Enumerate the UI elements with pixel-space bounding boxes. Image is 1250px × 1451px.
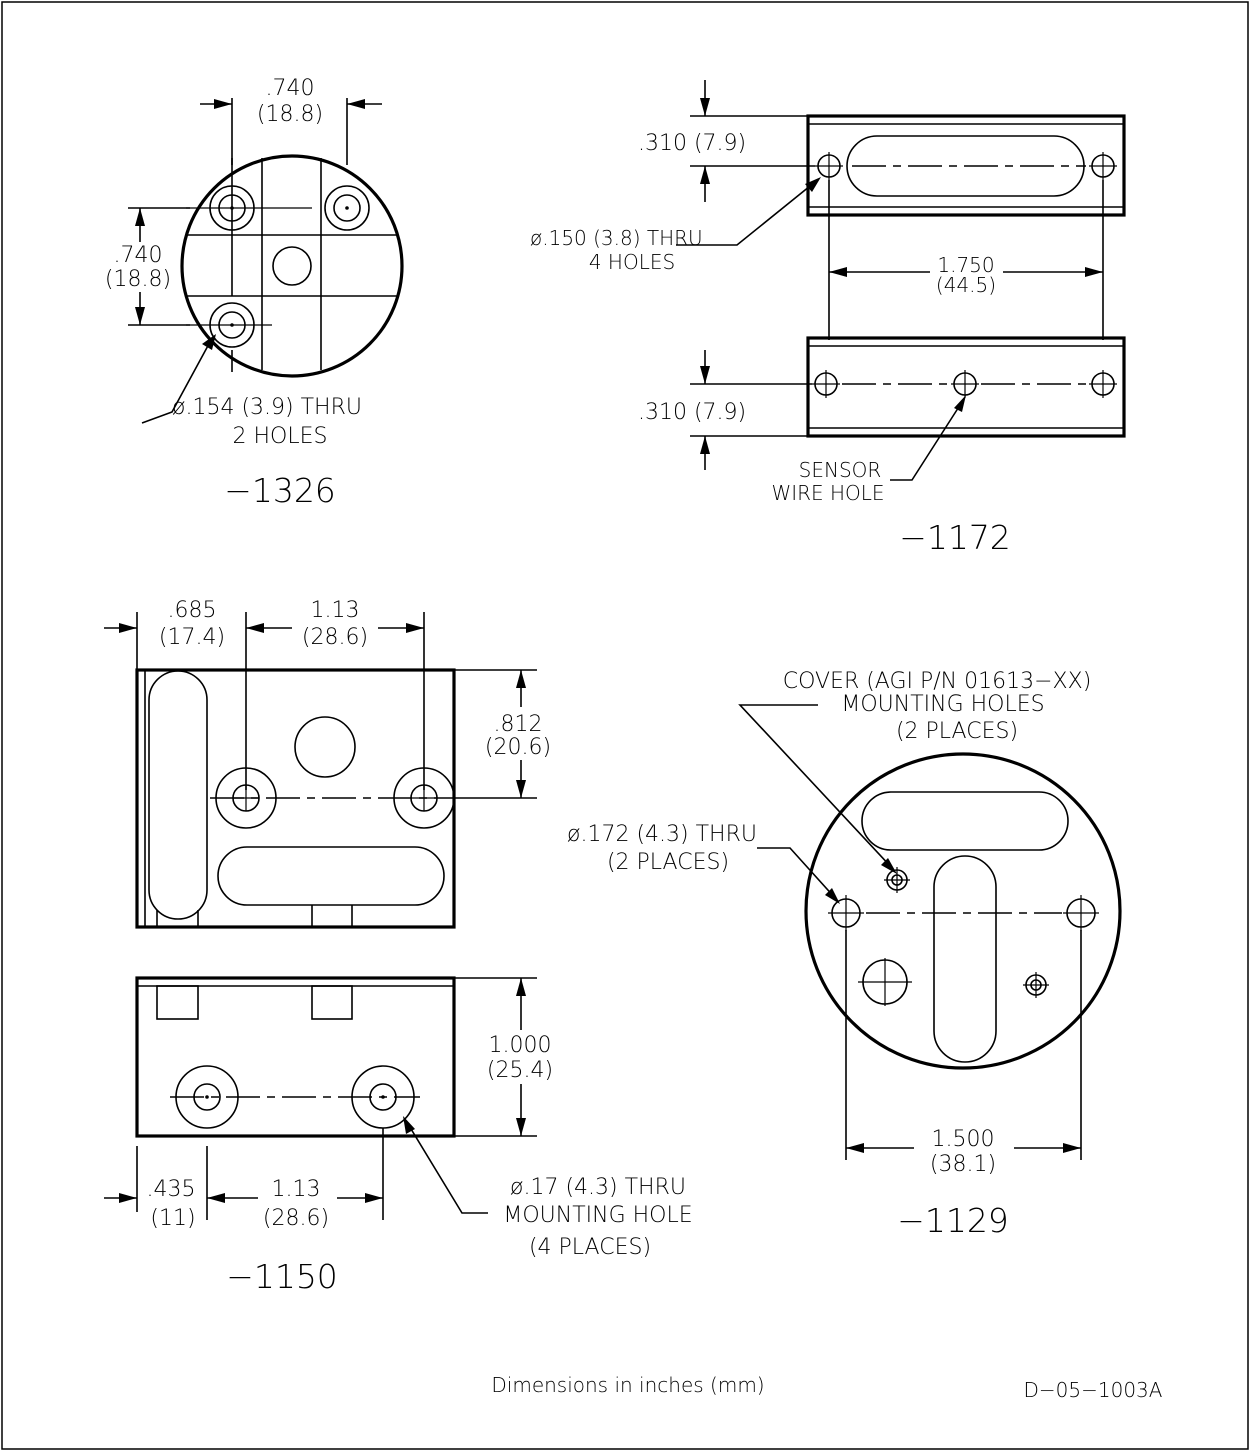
dim-1326-h-mm: (18.8)	[257, 102, 323, 127]
dim-1129-span-in: 1.500	[932, 1127, 995, 1152]
view-1129-outline	[804, 752, 1122, 1070]
dim-1150-right-bottom-in: 1.000	[489, 1033, 552, 1058]
view-1129: COVER (AGI P/N 01613−XX) MOUNTING HOLES …	[567, 669, 1122, 1240]
view-label-1129: −1129	[897, 1201, 1009, 1240]
mount-hole	[324, 185, 370, 231]
thru-hole	[828, 895, 864, 931]
dim-1150-right-bottom-mm: (25.4)	[487, 1058, 553, 1083]
view-label-1150: −1150	[226, 1257, 338, 1296]
wire-slot	[846, 135, 1085, 197]
drawing-number: D−05−1003A	[1024, 1378, 1163, 1402]
dim-1150-bottom-left-mm: (11)	[150, 1206, 195, 1231]
callout-1326-line2: 2 HOLES	[233, 424, 328, 449]
dim-1150-bottom-left-in: .435	[147, 1177, 196, 1202]
dim-1172-span-mm: (44.5)	[936, 273, 996, 297]
view-1326-outline	[180, 154, 404, 378]
callout-1172-holes-line2: 4 HOLES	[589, 250, 675, 274]
dim-1326-h-in: .740	[266, 76, 315, 101]
dim-1150-right-top-mm: (20.6)	[485, 735, 551, 760]
large-hole	[858, 958, 912, 1006]
center-hole	[294, 716, 356, 778]
dim-1172-span-in: 1.750	[937, 253, 994, 277]
sensor-wire-hole	[951, 370, 979, 398]
dim-1150-top-span-in: 1.13	[311, 598, 360, 623]
cover-mount-hole	[884, 867, 910, 893]
view-1172: .310 (7.9) ø.150 (3.8) THRU 4 HOLES 1.75…	[530, 80, 1126, 557]
dim-1150-top-left-mm: (17.4)	[159, 625, 225, 650]
callout-1150-line1: ø.17 (4.3) THRU	[510, 1175, 686, 1200]
dim-1172-top: .310 (7.9)	[638, 131, 746, 156]
center-hole	[272, 246, 312, 286]
thru-hole	[812, 370, 840, 398]
view-label-1172: −1172	[899, 518, 1011, 557]
side-notch	[156, 985, 199, 1020]
thru-hole	[1089, 370, 1117, 398]
dim-1129-span-mm: (38.1)	[930, 1152, 996, 1177]
long-slot-horizontal	[217, 846, 445, 906]
dim-1326-v-in: .740	[114, 243, 163, 268]
cover-mount-hole	[1023, 972, 1049, 998]
dim-1150-bottom-span-mm: (28.6)	[263, 1206, 329, 1231]
dim-1150-right-top-in: .812	[494, 712, 543, 737]
dim-1172-bottom: .310 (7.9)	[638, 400, 746, 425]
dim-1150-bottom-span-in: 1.13	[272, 1177, 321, 1202]
view-1172-bottom-outline	[806, 336, 1126, 438]
callout-1326-line1: ø.154 (3.9) THRU	[172, 395, 362, 420]
callout-1150-line2: MOUNTING HOLE	[503, 1203, 692, 1228]
callout-1129-thru-line2: (2 PLACES)	[607, 850, 729, 875]
side-notch	[311, 985, 353, 1020]
callout-1172-sensor-line1: SENSOR	[799, 458, 882, 482]
callout-1129-cover-line2: MOUNTING HOLES	[841, 692, 1044, 717]
view-1326: .740 (18.8) .740 (18.8) ø.154 (3.9) THRU…	[105, 76, 404, 510]
callout-1150-line3: (4 PLACES)	[529, 1235, 651, 1260]
thru-hole	[1063, 895, 1099, 931]
view-label-1326: −1326	[224, 471, 336, 510]
long-slot-vertical	[148, 670, 208, 920]
thru-hole	[1089, 152, 1117, 180]
view-1150: .685 (17.4) 1.13 (28.6) .812 (20.6)	[104, 598, 693, 1296]
thru-hole	[815, 152, 843, 180]
callout-1172-holes-line1: ø.150 (3.8) THRU	[530, 226, 703, 250]
dim-1150-top-left-in: .685	[168, 598, 217, 623]
dim-1326-v-mm: (18.8)	[105, 267, 171, 292]
callout-1172-sensor-line2: WIRE HOLE	[771, 481, 884, 505]
callout-1129-cover-line3: (2 PLACES)	[896, 719, 1018, 744]
dim-1150-top-span-mm: (28.6)	[302, 625, 368, 650]
callout-1129-thru-line1: ø.172 (4.3) THRU	[567, 822, 757, 847]
upper-slot	[861, 791, 1069, 851]
view-1150-side-outline	[135, 976, 456, 1138]
vertical-slot	[933, 855, 997, 1063]
callout-1129-cover-line1: COVER (AGI P/N 01613−XX)	[783, 669, 1092, 694]
dimensions-note: Dimensions in inches (mm)	[491, 1373, 764, 1397]
